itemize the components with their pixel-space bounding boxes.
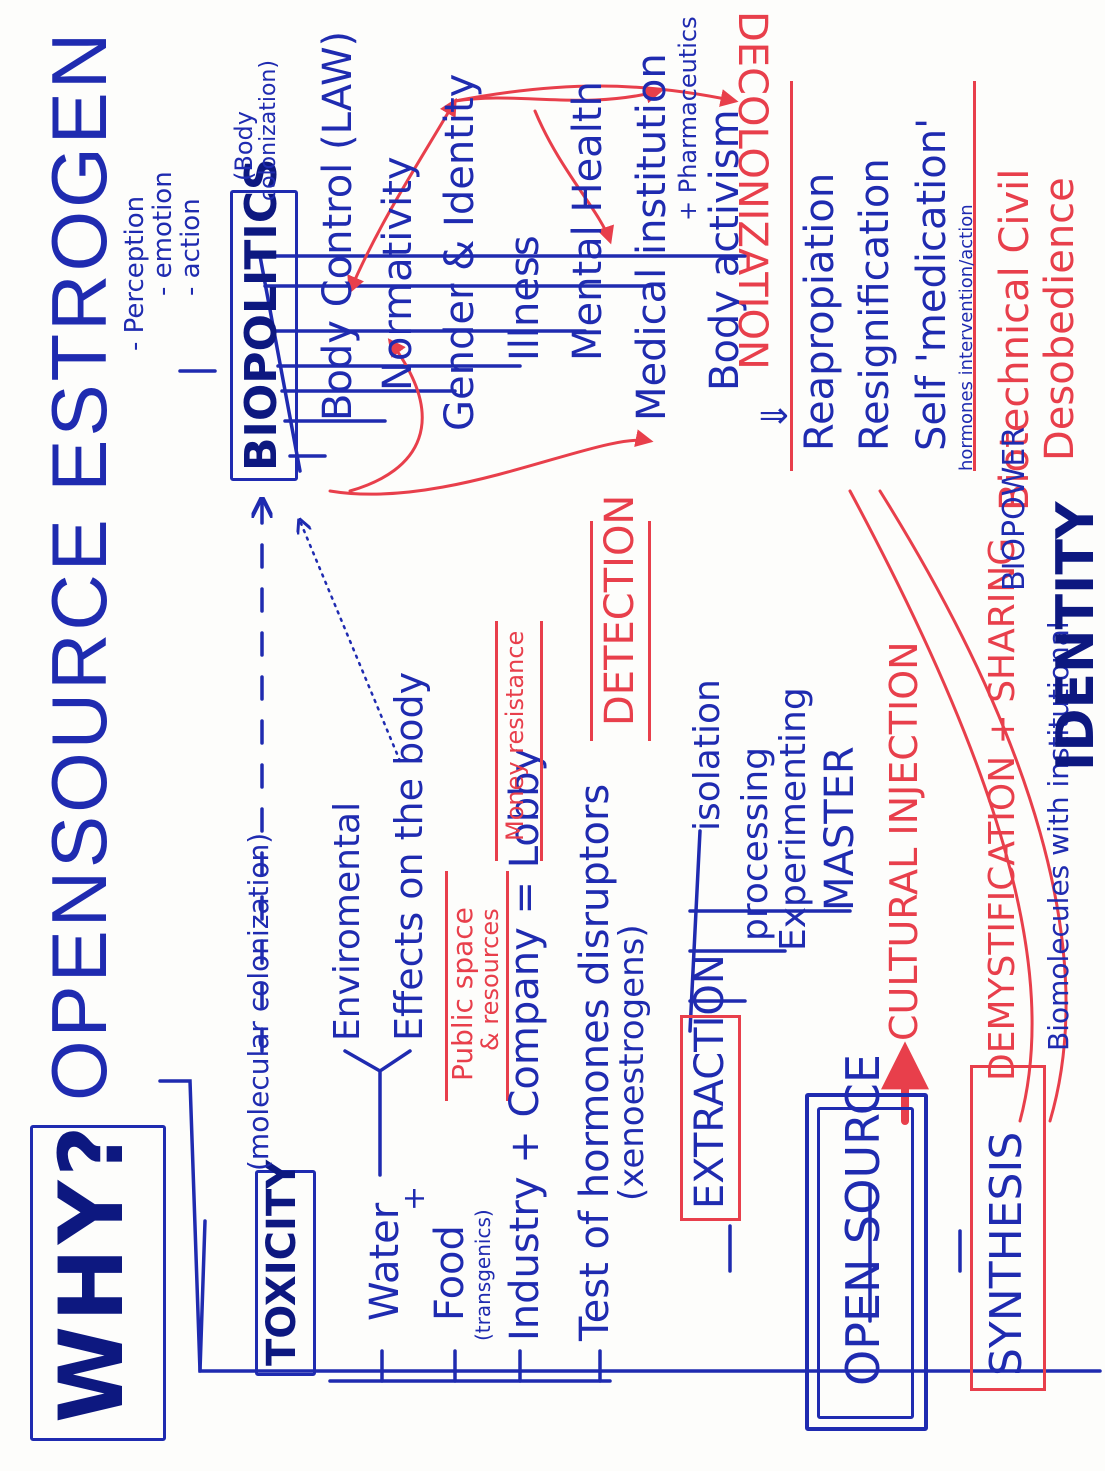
- extraction: EXTRACTION: [687, 954, 733, 1209]
- why-label: WHY?: [40, 1121, 143, 1423]
- bio-medical: Medical institution: [629, 53, 675, 421]
- bio-normativity: Normativity: [375, 156, 421, 391]
- pea-perception: - Perception: [120, 195, 150, 351]
- step-experimenting: Experimenting: [773, 687, 814, 951]
- transgenics: (transgenics): [471, 1209, 495, 1341]
- effects-on-body: Effects on the body: [387, 671, 431, 1041]
- down-arrow-icon: ⇓: [755, 400, 796, 431]
- pea-emotion: - emotion: [148, 171, 178, 296]
- enviromental: Enviromental: [327, 801, 368, 1041]
- bio-pharmaceutics: + Pharmaceutics: [674, 16, 702, 221]
- test-disruptors: Test of hormones disruptors: [572, 783, 618, 1341]
- food: Food: [427, 1225, 473, 1321]
- page-title: OPENSOURCE ESTROGEN: [35, 29, 123, 1101]
- demystification: DEMYSTIFICATION + SHARING: [982, 537, 1023, 1081]
- biopolitics-spine: [258, 254, 302, 473]
- step-master: MASTER: [817, 746, 863, 911]
- biopower: BIOPOWER: [997, 426, 1032, 591]
- why-to-toxicity: [198, 1219, 207, 1373]
- cultural-injection: CULTURAL INJECTION: [882, 641, 926, 1041]
- water: Water: [362, 1202, 408, 1321]
- opensource-label: OPEN SOURCE: [836, 1054, 890, 1386]
- detection: DETECTION: [597, 494, 643, 726]
- plus: +: [397, 1185, 432, 1211]
- reapropiation: Reapropiation: [797, 172, 843, 451]
- molecular-colonization: (molecular colonization): [242, 832, 275, 1171]
- self-medication: Self 'medication': [909, 117, 955, 451]
- public-space: Public space: [446, 907, 479, 1081]
- hormones-intervention: hormones intervention/action: [956, 204, 977, 471]
- why-trunk: [158, 1079, 1102, 1373]
- civil-2: Desobedience: [1037, 177, 1083, 461]
- bio-body-control: Body Control (LAW): [315, 30, 361, 421]
- biopolitics-label: BIOPOLITICS: [236, 158, 287, 471]
- step-isolation: isolation: [687, 679, 728, 831]
- xenoestrogens: (xenoestrogens): [612, 924, 652, 1201]
- step-processing: processing: [735, 746, 776, 941]
- resignification: Resignification: [852, 158, 898, 451]
- bio-gender-identity: Gender & Identity: [437, 73, 483, 431]
- money-resistance: Money resistance: [501, 630, 529, 841]
- toxicity-label: TOXICITY: [259, 1159, 305, 1366]
- synthesis: SYNTHESIS: [981, 1131, 1032, 1376]
- bio-illness: Illness: [502, 235, 548, 361]
- decolonization-label: DECOLONIZATION: [729, 11, 775, 370]
- identity: IDENTITY: [1046, 501, 1105, 772]
- body-colonization-1: (Body: [230, 111, 258, 181]
- pea-action: - action: [176, 198, 206, 296]
- body-colonization-2: colonization): [256, 60, 281, 201]
- resources: & resources: [476, 908, 504, 1051]
- bio-mental-health: Mental Health: [565, 81, 611, 361]
- effects-dotted: [300, 521, 402, 763]
